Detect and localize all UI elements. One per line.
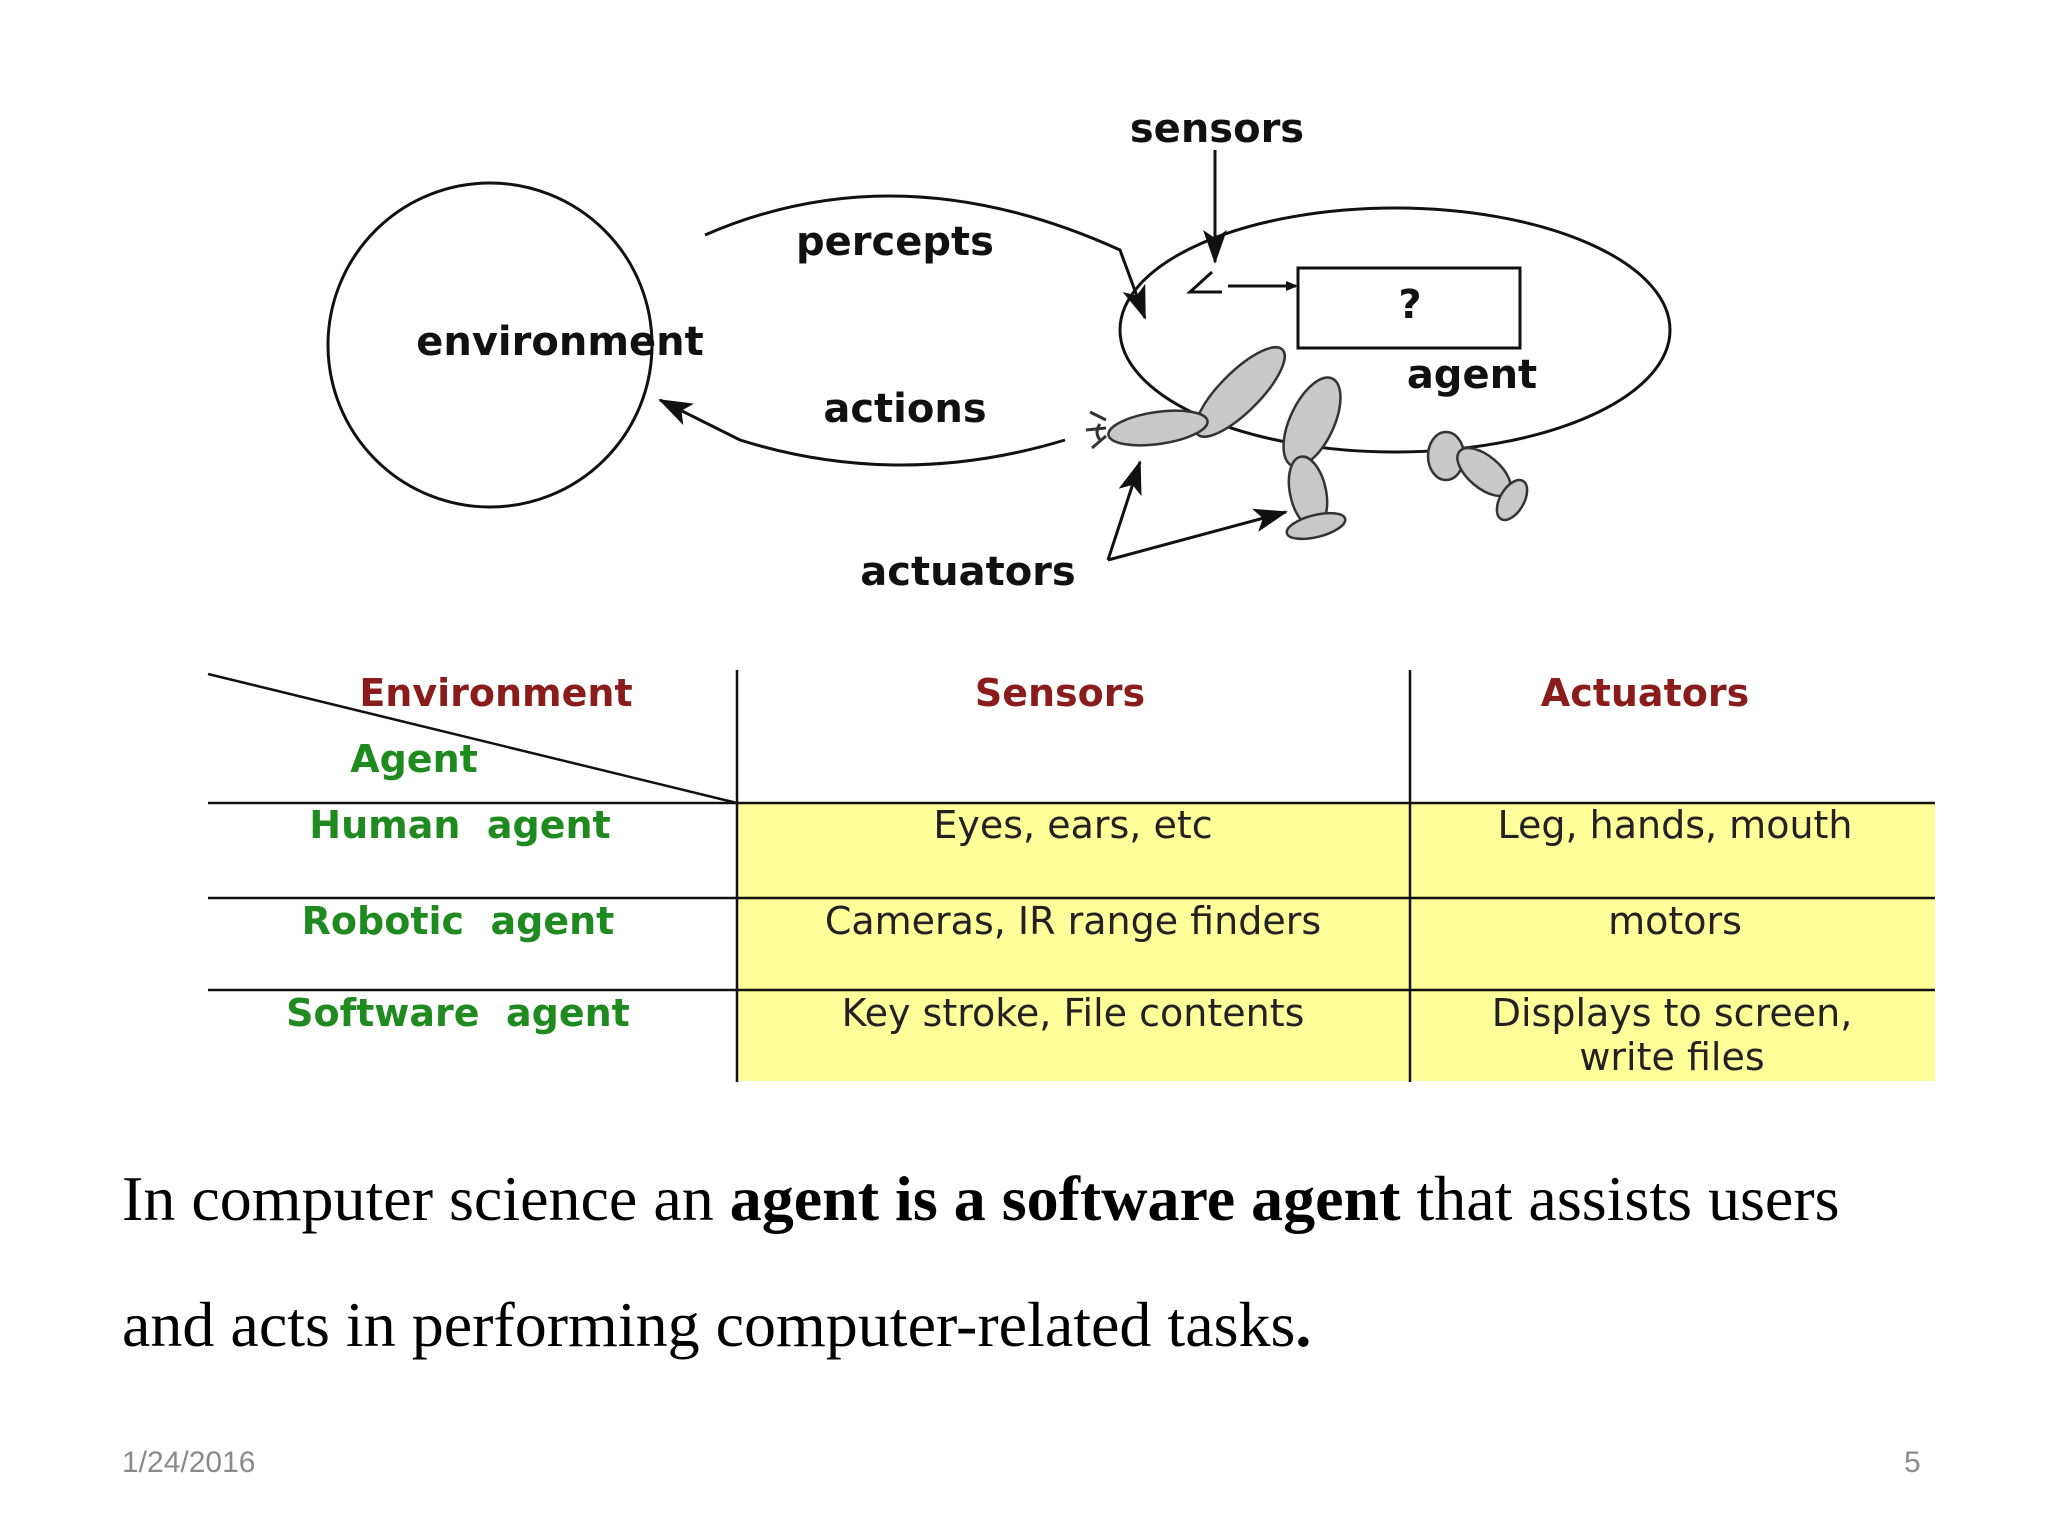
body-line-2-text: and acts in performing computer-related …: [122, 1289, 1296, 1360]
row-agent-label: Software agent: [286, 991, 630, 1035]
unknown-label: ?: [1398, 282, 1421, 328]
footer-page-number: 5: [1904, 1446, 1921, 1479]
table-cells-fill: [737, 803, 1935, 1081]
body-line-1-tail: that assists users: [1400, 1163, 1840, 1234]
body-line-1-text: In computer science an: [122, 1163, 730, 1234]
eye-icon: [1186, 270, 1222, 294]
actions-arc: [658, 398, 1066, 467]
environment-circle: [326, 181, 654, 509]
body-line-2: and acts in performing computer-related …: [122, 1262, 2002, 1388]
body-line-2-period: .: [1295, 1289, 1312, 1360]
row-actuators-cell: Leg, hands, mouth: [1497, 803, 1852, 847]
body-line-1-bold: agent is a software agent: [729, 1163, 1401, 1234]
corner-header-environment: Environment: [359, 671, 632, 715]
thigh: [1282, 376, 1342, 468]
actions-label: actions: [823, 386, 986, 432]
row-actuators-cell-line2: write files: [1579, 1035, 1764, 1079]
environment-label: environment: [416, 319, 703, 365]
percepts-label: percepts: [796, 219, 994, 265]
row-sensors-cell: Cameras, IR range finders: [825, 899, 1321, 943]
hand-icon: [1085, 410, 1107, 450]
agent-label: agent: [1407, 352, 1537, 398]
agent-ellipse: [1118, 206, 1672, 454]
back-foot: [1495, 478, 1529, 522]
row-agent-label: Human agent: [309, 803, 610, 847]
column-header-sensors: Sensors: [975, 671, 1145, 715]
body-line-1: In computer science an agent is a softwa…: [122, 1136, 2002, 1262]
upper-arm: [1194, 346, 1286, 438]
row-sensors-cell: Eyes, ears, etc: [933, 803, 1212, 847]
row-actuators-cell-line1: Displays to screen,: [1492, 991, 1853, 1035]
row-agent-label: Robotic agent: [302, 899, 615, 943]
footer-date: 1/24/2016: [122, 1446, 256, 1479]
corner-header-agent: Agent: [350, 737, 478, 781]
sensors-label: sensors: [1130, 106, 1304, 152]
row-actuators-cell: motors: [1608, 899, 1742, 943]
forearm: [1107, 409, 1209, 447]
foot: [1285, 511, 1347, 541]
actuator-arrow-leg: [1107, 508, 1288, 562]
row-sensors-cell: Key stroke, File contents: [842, 991, 1305, 1035]
column-header-actuators: Actuators: [1541, 671, 1749, 715]
body-paragraph: In computer science an agent is a softwa…: [122, 1136, 2002, 1388]
percepts-arc: [704, 194, 1147, 320]
actuator-arrow-hand: [1106, 460, 1142, 561]
table-corner-diagonal: [207, 672, 738, 805]
actuators-label: actuators: [860, 549, 1075, 595]
agent-program-box: [1296, 266, 1522, 350]
